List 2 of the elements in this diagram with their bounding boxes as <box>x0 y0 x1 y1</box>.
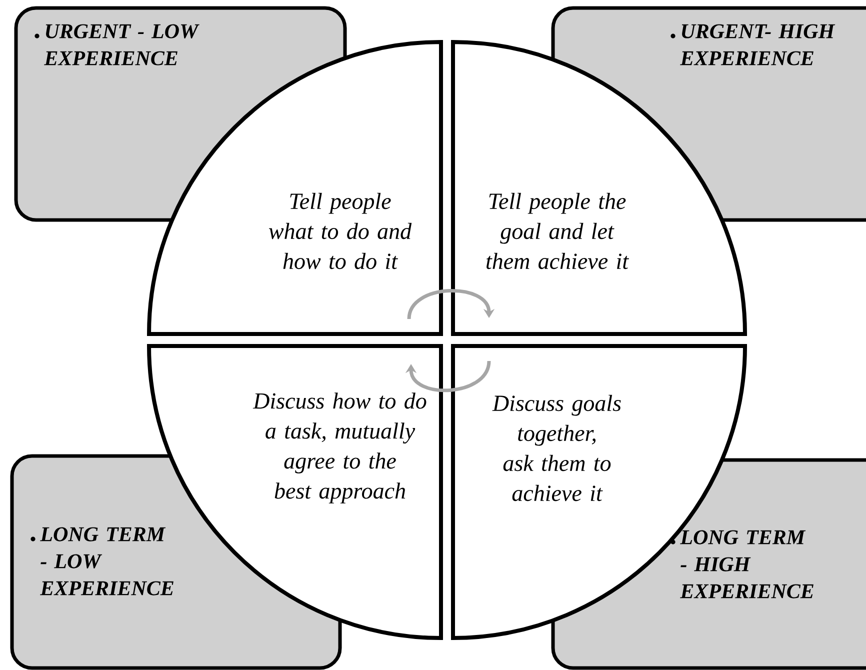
cycle-arrow <box>405 360 491 392</box>
cycle-arrow <box>407 289 495 320</box>
